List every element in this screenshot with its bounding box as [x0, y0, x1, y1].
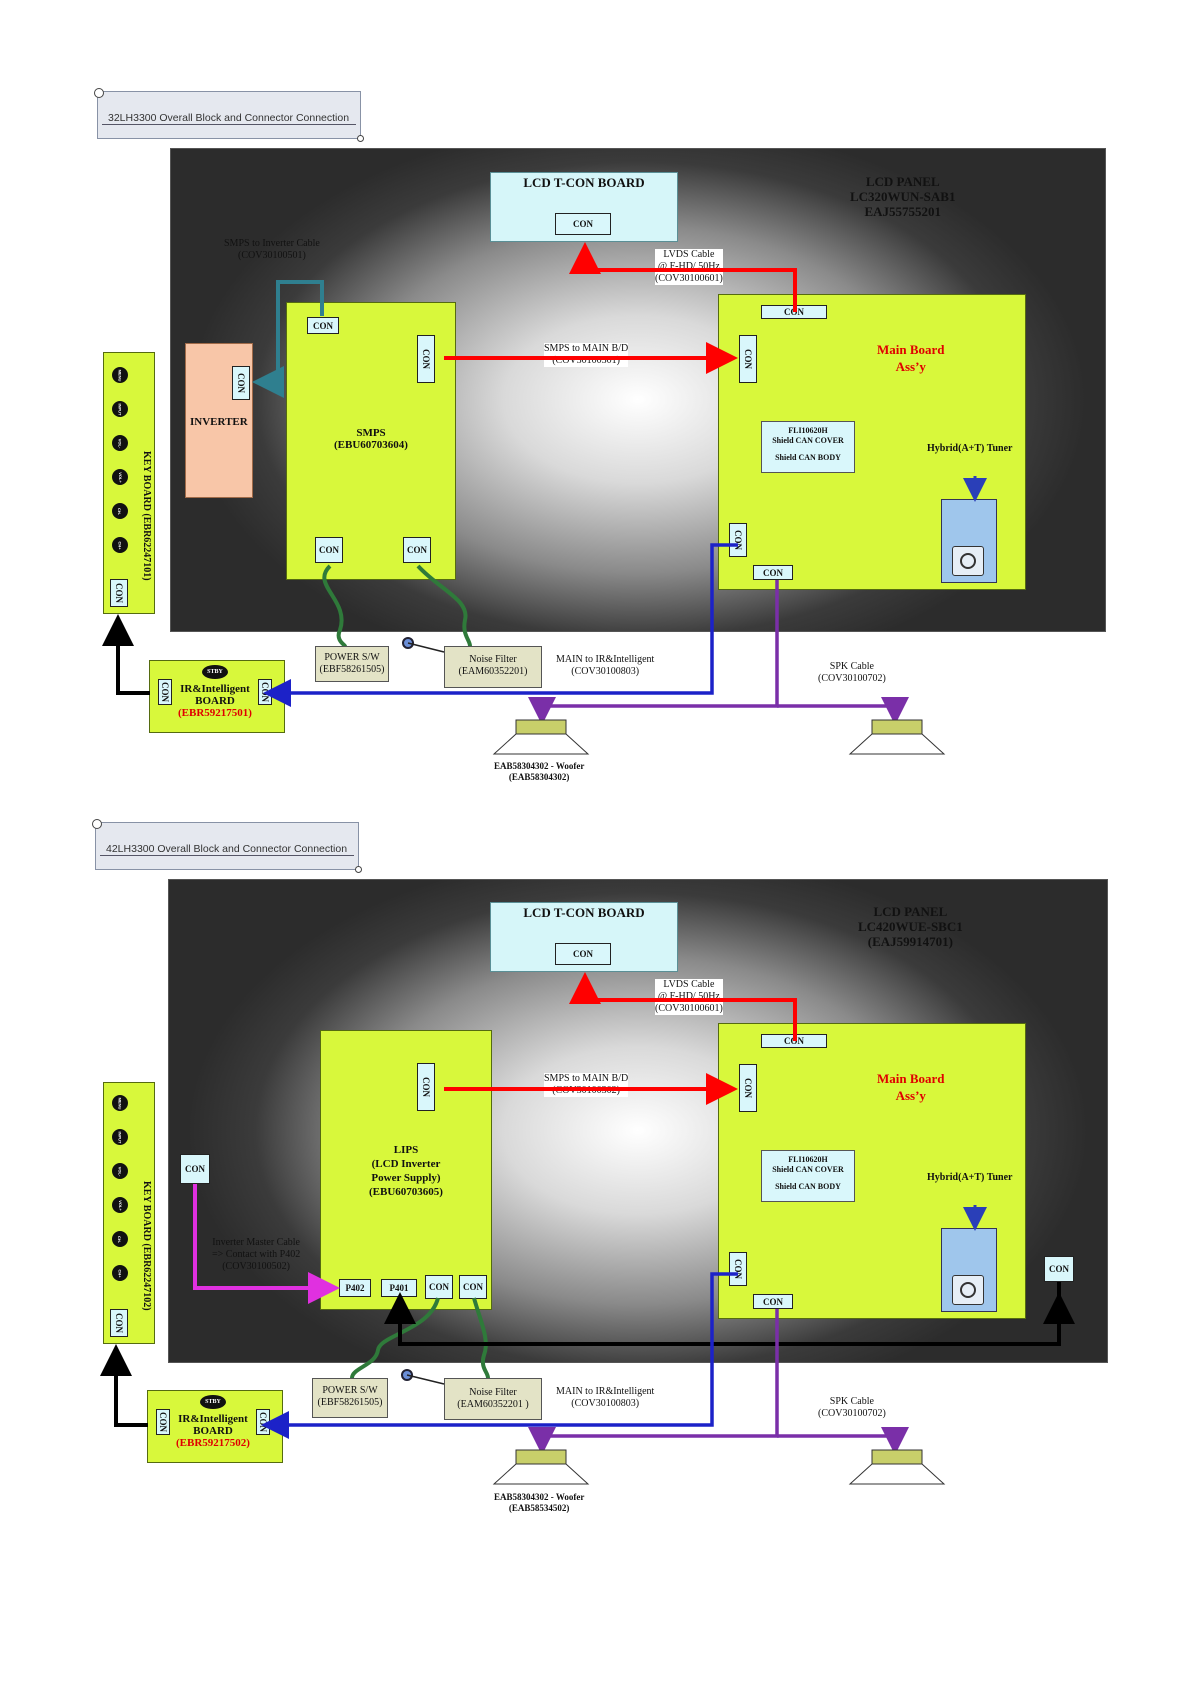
main-connector-ir: CON [729, 523, 747, 557]
smps-inverter-cable-label: SMPS to Inverter Cable(COV30100501) [224, 238, 320, 261]
tuner-icon [941, 1228, 997, 1312]
diagram2-title: 42LH3300 Overall Block and Connector Con… [106, 843, 348, 855]
spk-cable-label: SPK Cable(COV30100702) [818, 1396, 886, 1419]
vol-down-button-icon: VOL- [112, 1163, 128, 1179]
tuner-icon [941, 499, 997, 583]
main-connector-spk: CON [753, 565, 793, 580]
inverter-connector: CON [232, 366, 250, 400]
main-connector-left: CON [739, 1064, 757, 1112]
smps-connector-bottom-left: CON [315, 537, 343, 563]
main-connector-left: CON [739, 335, 757, 383]
ir-connector-right: CON [256, 1409, 270, 1435]
lvds-cable-label: LVDS Cable@ F-HD/ 50Hz(COV30100601) [655, 979, 723, 1015]
key-board-label: KEY BOARD (EBR62247101) [141, 451, 152, 581]
key-board-32: MENU INPUT VOL- VOL+ CH- CH+ KEY BOARD (… [103, 352, 155, 614]
power-switch-42: POWER S/W(EBF58261505) [312, 1378, 388, 1418]
p401-connector: P401 [381, 1279, 417, 1297]
smps-connector-right: CON [417, 335, 435, 383]
woofer-label-42: EAB58304302 - Woofer(EAB58534502) [494, 1492, 585, 1513]
key-board-label: KEY BOARD (EBR62247102) [141, 1181, 152, 1311]
main-connector-spk: CON [753, 1294, 793, 1309]
vol-up-button-icon: VOL+ [112, 469, 128, 485]
diagram1-title: 32LH3300 Overall Block and Connector Con… [108, 112, 350, 124]
tcon-board-42: LCD T-CON BOARD CON [490, 902, 678, 972]
screw-icon [402, 637, 414, 649]
menu-button-icon: MENU [112, 1095, 128, 1111]
diagram1-title-box: 32LH3300 Overall Block and Connector Con… [94, 88, 364, 142]
tuner-label: Hybrid(A+T) Tuner [927, 443, 1013, 454]
diagram2-title-box: 42LH3300 Overall Block and Connector Con… [92, 819, 362, 873]
smps-board: CON CON SMPS(EBU60703604) CON CON [286, 302, 456, 580]
inverter-board: INVERTER CON [185, 343, 253, 498]
pin-icon [92, 819, 102, 829]
noise-filter-42: Noise Filter(EAM60352201 ) [444, 1378, 542, 1420]
ir-connector-left: CON [156, 1409, 170, 1435]
panel-label-32: LCD PANEL LC320WUN-SAB1 EAJ55755201 [850, 174, 956, 219]
main-connector-top: CON [761, 1034, 827, 1048]
lips-connector-bottom2: CON [459, 1275, 487, 1299]
standby-button-icon: STBY [200, 1395, 226, 1409]
pin-icon [94, 88, 104, 98]
tuner-label: Hybrid(A+T) Tuner [927, 1172, 1013, 1183]
vol-up-button-icon: VOL+ [112, 1197, 128, 1213]
panel-label-42: LCD PANEL LC420WUE-SBC1 (EAJ59914701) [858, 904, 963, 949]
menu-button-icon: MENU [112, 367, 128, 383]
screw-icon [401, 1369, 413, 1381]
lvds-cable-label: LVDS Cable@ F-HD/ 50Hz(COV30100601) [655, 249, 723, 285]
lips-connector-bottom1: CON [425, 1275, 453, 1299]
smps-main-cable-label: SMPS to MAIN B/D(COV30100301) [544, 343, 629, 367]
p402-connector: P402 [339, 1279, 371, 1297]
ir-keyboard-wire [100, 1344, 148, 1427]
ch-up-button-icon: CH+ [112, 537, 128, 553]
power-switch-32: POWER S/W(EBF58261505) [315, 646, 389, 682]
speaker-icon [848, 1449, 946, 1485]
ch-down-button-icon: CH- [112, 503, 128, 519]
tcon-connector: CON [555, 943, 611, 965]
smps-main-cable-label: SMPS to MAIN B/D(COV30100302) [544, 1073, 629, 1097]
inverter-master-connector: CON [180, 1154, 210, 1184]
ch-down-button-icon: CH- [112, 1231, 128, 1247]
woofer-speaker-icon [492, 1449, 590, 1485]
ir-connector-right: CON [258, 679, 272, 705]
lips-connector-right: CON [417, 1063, 435, 1111]
input-button-icon: INPUT [112, 401, 128, 417]
standby-button-icon: STBY [202, 665, 228, 679]
smps-connector-bottom-right: CON [403, 537, 431, 563]
ir-keyboard-wire [102, 614, 150, 695]
vol-down-button-icon: VOL- [112, 435, 128, 451]
main-connector-top: CON [761, 305, 827, 319]
spk-cable-label: SPK Cable(COV30100702) [818, 661, 886, 684]
woofer-label-32: EAB58304302 - Woofer(EAB58304302) [494, 761, 585, 782]
tcon-board-32: LCD T-CON BOARD CON [490, 172, 678, 242]
main-ir-cable-label: MAIN to IR&Intelligent(COV30100803) [556, 1386, 655, 1409]
key-board-42: MENU INPUT VOL- VOL+ CH- CH+ KEY BOARD (… [103, 1082, 155, 1344]
smps-connector-top: CON [307, 317, 339, 334]
ch-up-button-icon: CH+ [112, 1265, 128, 1281]
tcon-connector: CON [555, 213, 611, 235]
input-button-icon: INPUT [112, 1129, 128, 1145]
noise-filter-32: Noise Filter(EAM60352201) [444, 646, 542, 688]
inverter-master-cable-label: Inverter Master Cable=> Contact with P40… [212, 1237, 301, 1272]
key-board-connector: CON [110, 579, 128, 607]
woofer-speaker-icon [492, 719, 590, 755]
key-board-connector: CON [110, 1309, 128, 1337]
ir-connector-left: CON [158, 679, 172, 705]
right-connector-42: CON [1044, 1256, 1074, 1282]
main-connector-ir: CON [729, 1252, 747, 1286]
speaker-icon [848, 719, 946, 755]
main-ir-cable-label: MAIN to IR&Intelligent(COV30100803) [556, 654, 655, 677]
